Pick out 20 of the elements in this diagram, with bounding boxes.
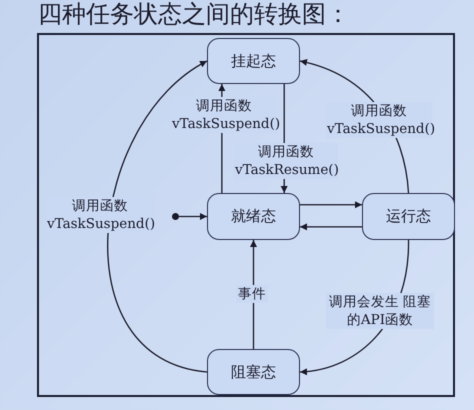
edge-label: 调用函数 vTaskSuspend() (46, 197, 154, 233)
edge-label: 调用函数 vTaskResume() (234, 143, 338, 179)
start-dot (172, 213, 179, 220)
state-label: 阻塞态 (231, 362, 276, 382)
arrow (300, 201, 362, 208)
arrow (107, 60, 208, 373)
arrow (300, 223, 362, 230)
state-box (362, 193, 455, 240)
state-label: 挂起态 (231, 52, 276, 70)
state-box (207, 349, 300, 395)
edge-label: 调用函数 vTaskSuspend() (171, 97, 277, 133)
edge-label: 调用会发生 阻塞的API函数 (326, 293, 434, 329)
state-box (207, 193, 300, 240)
state-label: 就绪态 (231, 207, 276, 226)
state-label: 运行态 (386, 207, 431, 226)
state-box (207, 38, 300, 84)
arrow (179, 213, 207, 220)
edge-label: 事件 (236, 285, 268, 303)
edge-label: 调用函数 vTaskSuspend() (326, 102, 432, 138)
title: 四种任务状态之间的转换图： (38, 0, 350, 30)
